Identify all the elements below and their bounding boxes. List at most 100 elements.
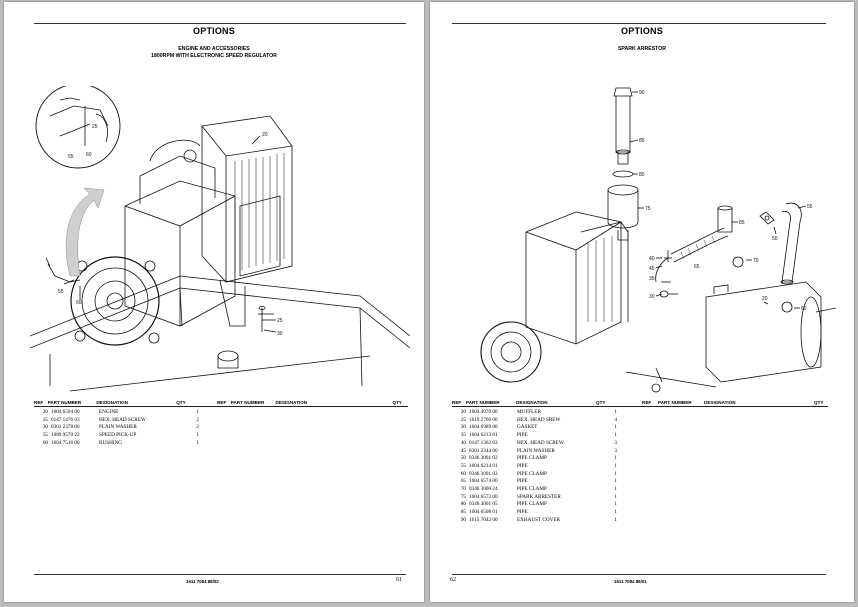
header-rule bbox=[452, 23, 826, 24]
callout-55: 55 bbox=[58, 289, 64, 295]
row-ref: 45 bbox=[460, 447, 466, 454]
row-designation: HEX. HEAD SREW bbox=[517, 416, 561, 423]
callout-90: 90 bbox=[639, 90, 645, 96]
footer-code: 1611 7084 88/02 bbox=[186, 579, 219, 584]
page-title: OPTIONS bbox=[193, 26, 235, 36]
inset-callout-25: 25 bbox=[92, 124, 98, 130]
row-part-number: 1604 6508 01 bbox=[469, 509, 498, 516]
row-ref: 30 bbox=[42, 424, 48, 431]
row-part-number: 1604 6989 00 bbox=[469, 424, 498, 431]
callout-50: 50 bbox=[772, 236, 778, 242]
row-qty: 1 bbox=[196, 439, 199, 446]
row-designation: PIPE bbox=[517, 478, 528, 485]
row-qty: 1 bbox=[614, 493, 617, 500]
row-part-number: 0301 2344 00 bbox=[469, 447, 498, 454]
row-qty: 1 bbox=[196, 432, 199, 439]
col-part-number: PART NUMBER bbox=[466, 400, 500, 405]
col-designation-2: DESIGNATION bbox=[275, 400, 308, 405]
row-designation: PIPE CLAMP bbox=[517, 501, 547, 508]
row-designation: PIPE bbox=[517, 432, 528, 439]
row-ref: 25 bbox=[460, 416, 466, 423]
callout-75: 75 bbox=[645, 206, 651, 212]
row-qty: 1 bbox=[196, 409, 199, 415]
row-designation: PIPE bbox=[517, 462, 528, 469]
inset-callout-60: 60 bbox=[86, 152, 92, 158]
row-designation: PLAIN WASHER bbox=[99, 424, 137, 431]
callout-20: 20 bbox=[762, 296, 768, 302]
row-designation: EXHAUST COVER bbox=[517, 516, 560, 523]
row-ref: 20 bbox=[460, 409, 466, 415]
row-part-number: 0147 1362 03 bbox=[469, 439, 498, 446]
col-part-number-2: PART NUMBER bbox=[658, 400, 692, 405]
col-qty: QTY bbox=[176, 400, 186, 405]
row-designation: PIPE bbox=[517, 509, 528, 516]
row-part-number: 0346 3001 02 bbox=[469, 470, 498, 477]
row-qty: 1 bbox=[614, 509, 617, 516]
col-ref-2: REF bbox=[642, 400, 652, 405]
col-ref: REF bbox=[34, 400, 44, 405]
col-designation-2: DESIGNATION bbox=[704, 400, 736, 405]
row-part-number: 1604 7516 00 bbox=[51, 439, 80, 446]
callout-80: 80 bbox=[639, 172, 645, 178]
row-qty: 2 bbox=[196, 424, 199, 431]
row-designation: GASKET bbox=[517, 424, 538, 431]
row-qty: 3 bbox=[614, 439, 617, 446]
row-designation: SPEED PICK-UP bbox=[99, 432, 137, 439]
footer-rule bbox=[34, 574, 406, 575]
spark-arrestor-exploded-drawing: 90 85 80 75 85 50 55 70 60 20 40 45 30 6… bbox=[480, 87, 836, 393]
page-number: 61 bbox=[396, 577, 402, 583]
page-subtitle: SPARK ARRESTOR bbox=[617, 46, 667, 52]
row-ref: 40 bbox=[460, 439, 466, 446]
row-designation: MUFFLER bbox=[517, 409, 541, 415]
row-part-number: 1604 4970 00 bbox=[469, 409, 498, 415]
row-part-number: 0346 3001 05 bbox=[469, 501, 498, 508]
row-ref: 60 bbox=[460, 470, 466, 477]
page-subtitle-2: 1800RPM WITH ELECTRONIC SPEED REGULATOR bbox=[151, 53, 277, 59]
callout-20: 20 bbox=[262, 132, 268, 138]
row-designation: HEX. HEAD SCREW bbox=[517, 439, 564, 446]
row-ref: 25 bbox=[42, 416, 48, 423]
header-rule bbox=[34, 23, 406, 24]
row-part-number: 1604 6573 00 bbox=[469, 493, 498, 500]
footer-code: 1611 7084 88/01 bbox=[614, 579, 647, 584]
col-part-number: PART NUMBER bbox=[47, 400, 82, 405]
row-qty: 1 bbox=[614, 432, 617, 439]
row-part-number: 1619 2766 00 bbox=[469, 416, 498, 423]
row-qty: 1 bbox=[614, 462, 617, 469]
parts-table-header: REF PART NUMBER DESIGNATION QTY REF PART… bbox=[452, 400, 828, 407]
callout-40: 40 bbox=[649, 256, 655, 262]
col-ref-2: REF bbox=[217, 400, 227, 405]
callout-30: 30 bbox=[649, 294, 655, 300]
row-ref: 50 bbox=[460, 455, 466, 462]
row-qty: 1 bbox=[614, 516, 617, 523]
row-part-number: 0346 3000 24 bbox=[469, 486, 498, 493]
row-qty: 1 bbox=[614, 424, 617, 431]
row-part-number: 1604 6214 01 bbox=[469, 462, 498, 469]
row-qty: 1 bbox=[614, 455, 617, 462]
engine-exploded-drawing: 20 25 30 55 60 25 55 60 bbox=[30, 86, 410, 392]
row-designation: PLAIN WASHER bbox=[517, 447, 555, 454]
row-part-number: 1089 9570 22 bbox=[51, 432, 80, 439]
row-part-number: 1604 6594 00 bbox=[51, 409, 80, 415]
row-ref: 55 bbox=[42, 432, 48, 439]
page-subtitle: ENGINE AND ACCESSORIES bbox=[178, 46, 250, 52]
row-qty: 1 bbox=[614, 478, 617, 485]
row-ref: 20 bbox=[42, 409, 48, 415]
row-part-number: 1615 7042 00 bbox=[469, 516, 498, 523]
row-part-number: 0147 1476 03 bbox=[51, 416, 80, 423]
col-designation: DESIGNATION bbox=[516, 400, 548, 405]
row-qty: 1 bbox=[614, 470, 617, 477]
callout-70: 70 bbox=[753, 258, 759, 264]
